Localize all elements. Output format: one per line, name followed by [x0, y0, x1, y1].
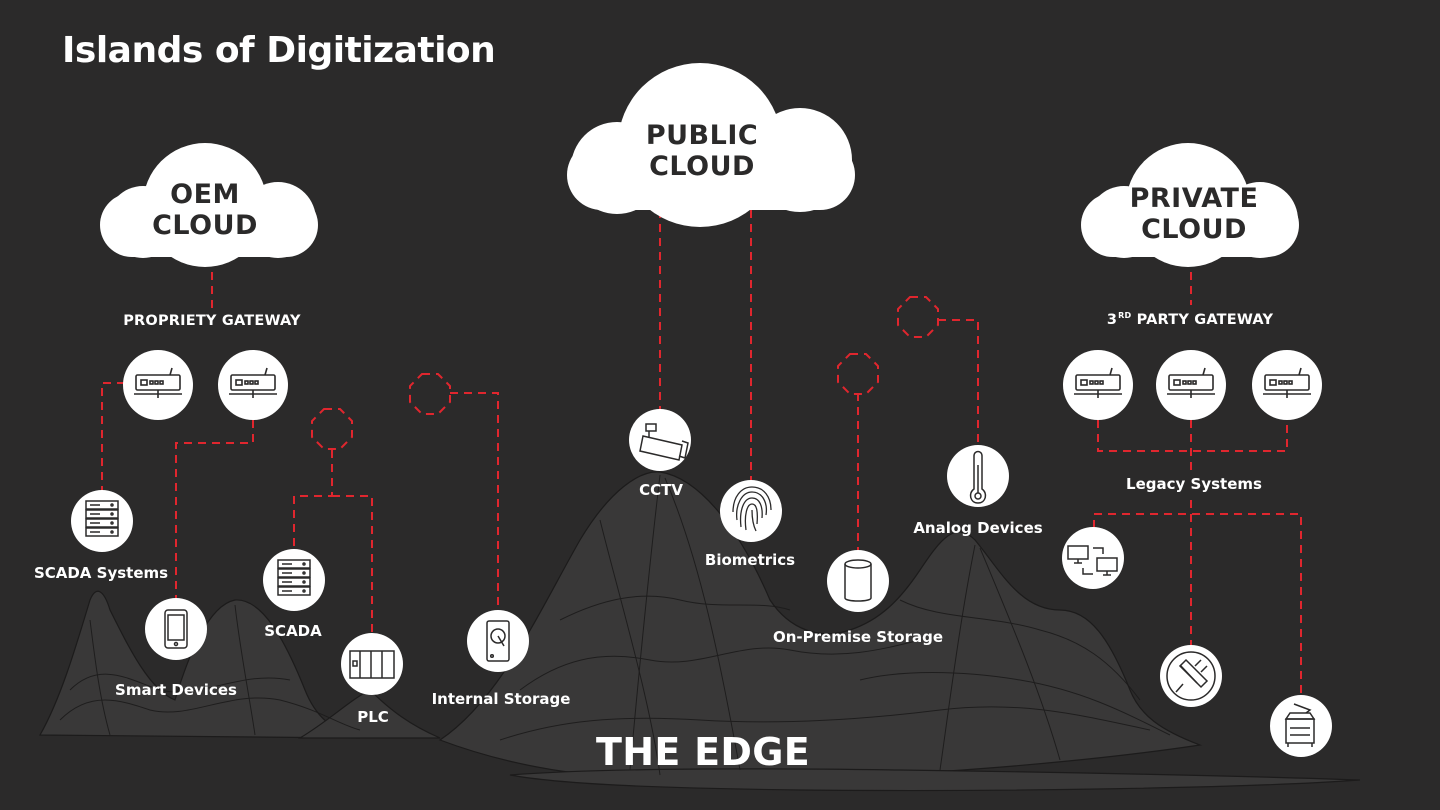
oem-cloud-label-line1: OEM	[170, 178, 240, 210]
oem-cloud-shape	[100, 143, 318, 267]
public-cloud-label-line2: CLOUD	[649, 151, 755, 182]
smart-devices-label: Smart Devices	[115, 681, 237, 699]
analog-devices-node	[947, 445, 1009, 507]
plc-module-icon	[349, 650, 395, 679]
third-party-superscript: RD	[1118, 311, 1132, 320]
gateway-icon	[1074, 367, 1122, 398]
private-cloud-label-line1: PRIVATE	[1129, 182, 1259, 214]
propriety-gateway-label: PROPRIETY GATEWAY	[123, 313, 301, 329]
third-party-prefix: 3	[1106, 312, 1118, 328]
scada-systems-node	[71, 490, 133, 552]
octagon-marker	[311, 408, 353, 450]
printer-machine-icon	[1284, 703, 1316, 747]
scada-node	[263, 549, 325, 611]
private-cloud-shape	[1081, 143, 1299, 267]
oem-cloud-label-line2: CLOUD	[152, 210, 258, 241]
private-cloud: PRIVATE CLOUD	[1130, 183, 1259, 245]
gateway-icon	[1167, 367, 1215, 398]
plc-node	[341, 633, 403, 695]
power-plug-icon	[1166, 651, 1216, 701]
third-party-gateway-label: 3RD PARTY GATEWAY	[1107, 311, 1273, 328]
cctv-label: CCTV	[639, 481, 683, 499]
gateway-node-private-3	[1252, 350, 1322, 420]
gateway-icon	[134, 367, 182, 398]
server-rack-icon	[85, 500, 119, 537]
smartphone-icon	[164, 609, 188, 649]
networked-computers-icon	[1067, 545, 1118, 576]
smart-devices-node	[145, 598, 207, 660]
hard-drive-icon	[486, 620, 510, 662]
server-rack-icon	[277, 559, 311, 596]
gateway-node-private-1	[1063, 350, 1133, 420]
biometrics-node	[720, 480, 782, 542]
computers-node	[1062, 527, 1124, 589]
octagon-marker	[409, 373, 451, 415]
cctv-node	[629, 409, 691, 471]
gateway-icon	[1263, 367, 1311, 398]
power-plug-node	[1160, 645, 1222, 707]
internal-storage-node	[467, 610, 529, 672]
oem-cloud: OEM CLOUD	[152, 179, 258, 241]
industrial-printer-node	[1270, 695, 1332, 757]
octagon-markers	[311, 296, 939, 450]
octagon-marker	[897, 296, 939, 338]
legacy-systems-label: Legacy Systems	[1126, 475, 1262, 493]
on-premise-storage-label: On-Premise Storage	[772, 628, 944, 646]
private-cloud-label-line2: CLOUD	[1141, 214, 1247, 245]
page-title: Islands of Digitization	[62, 30, 496, 71]
scada-label: SCADA	[264, 622, 322, 640]
biometrics-label: Biometrics	[704, 551, 796, 569]
gateway-node-private-2	[1156, 350, 1226, 420]
database-cylinder-icon	[844, 559, 872, 602]
third-party-rest: PARTY GATEWAY	[1131, 312, 1274, 328]
public-cloud: PUBLIC CLOUD	[646, 120, 758, 182]
internal-storage-label: Internal Storage	[431, 690, 571, 708]
plc-label: PLC	[357, 708, 389, 726]
on-premise-storage-node	[827, 550, 889, 612]
octagon-marker	[837, 353, 879, 395]
gateway-icon	[229, 367, 277, 398]
thermometer-icon	[969, 450, 987, 504]
gateway-node-oem-1	[123, 350, 193, 420]
public-cloud-label-line1: PUBLIC	[645, 119, 759, 151]
gateway-node-oem-2	[218, 350, 288, 420]
public-cloud-shape	[567, 63, 855, 227]
fingerprint-icon	[732, 486, 772, 532]
mountain-wireframe	[59, 474, 1171, 776]
edge-label: THE EDGE	[596, 730, 810, 774]
cctv-camera-icon	[639, 423, 689, 461]
scada-systems-label: SCADA Systems	[33, 564, 169, 582]
analog-devices-label: Analog Devices	[913, 519, 1043, 537]
